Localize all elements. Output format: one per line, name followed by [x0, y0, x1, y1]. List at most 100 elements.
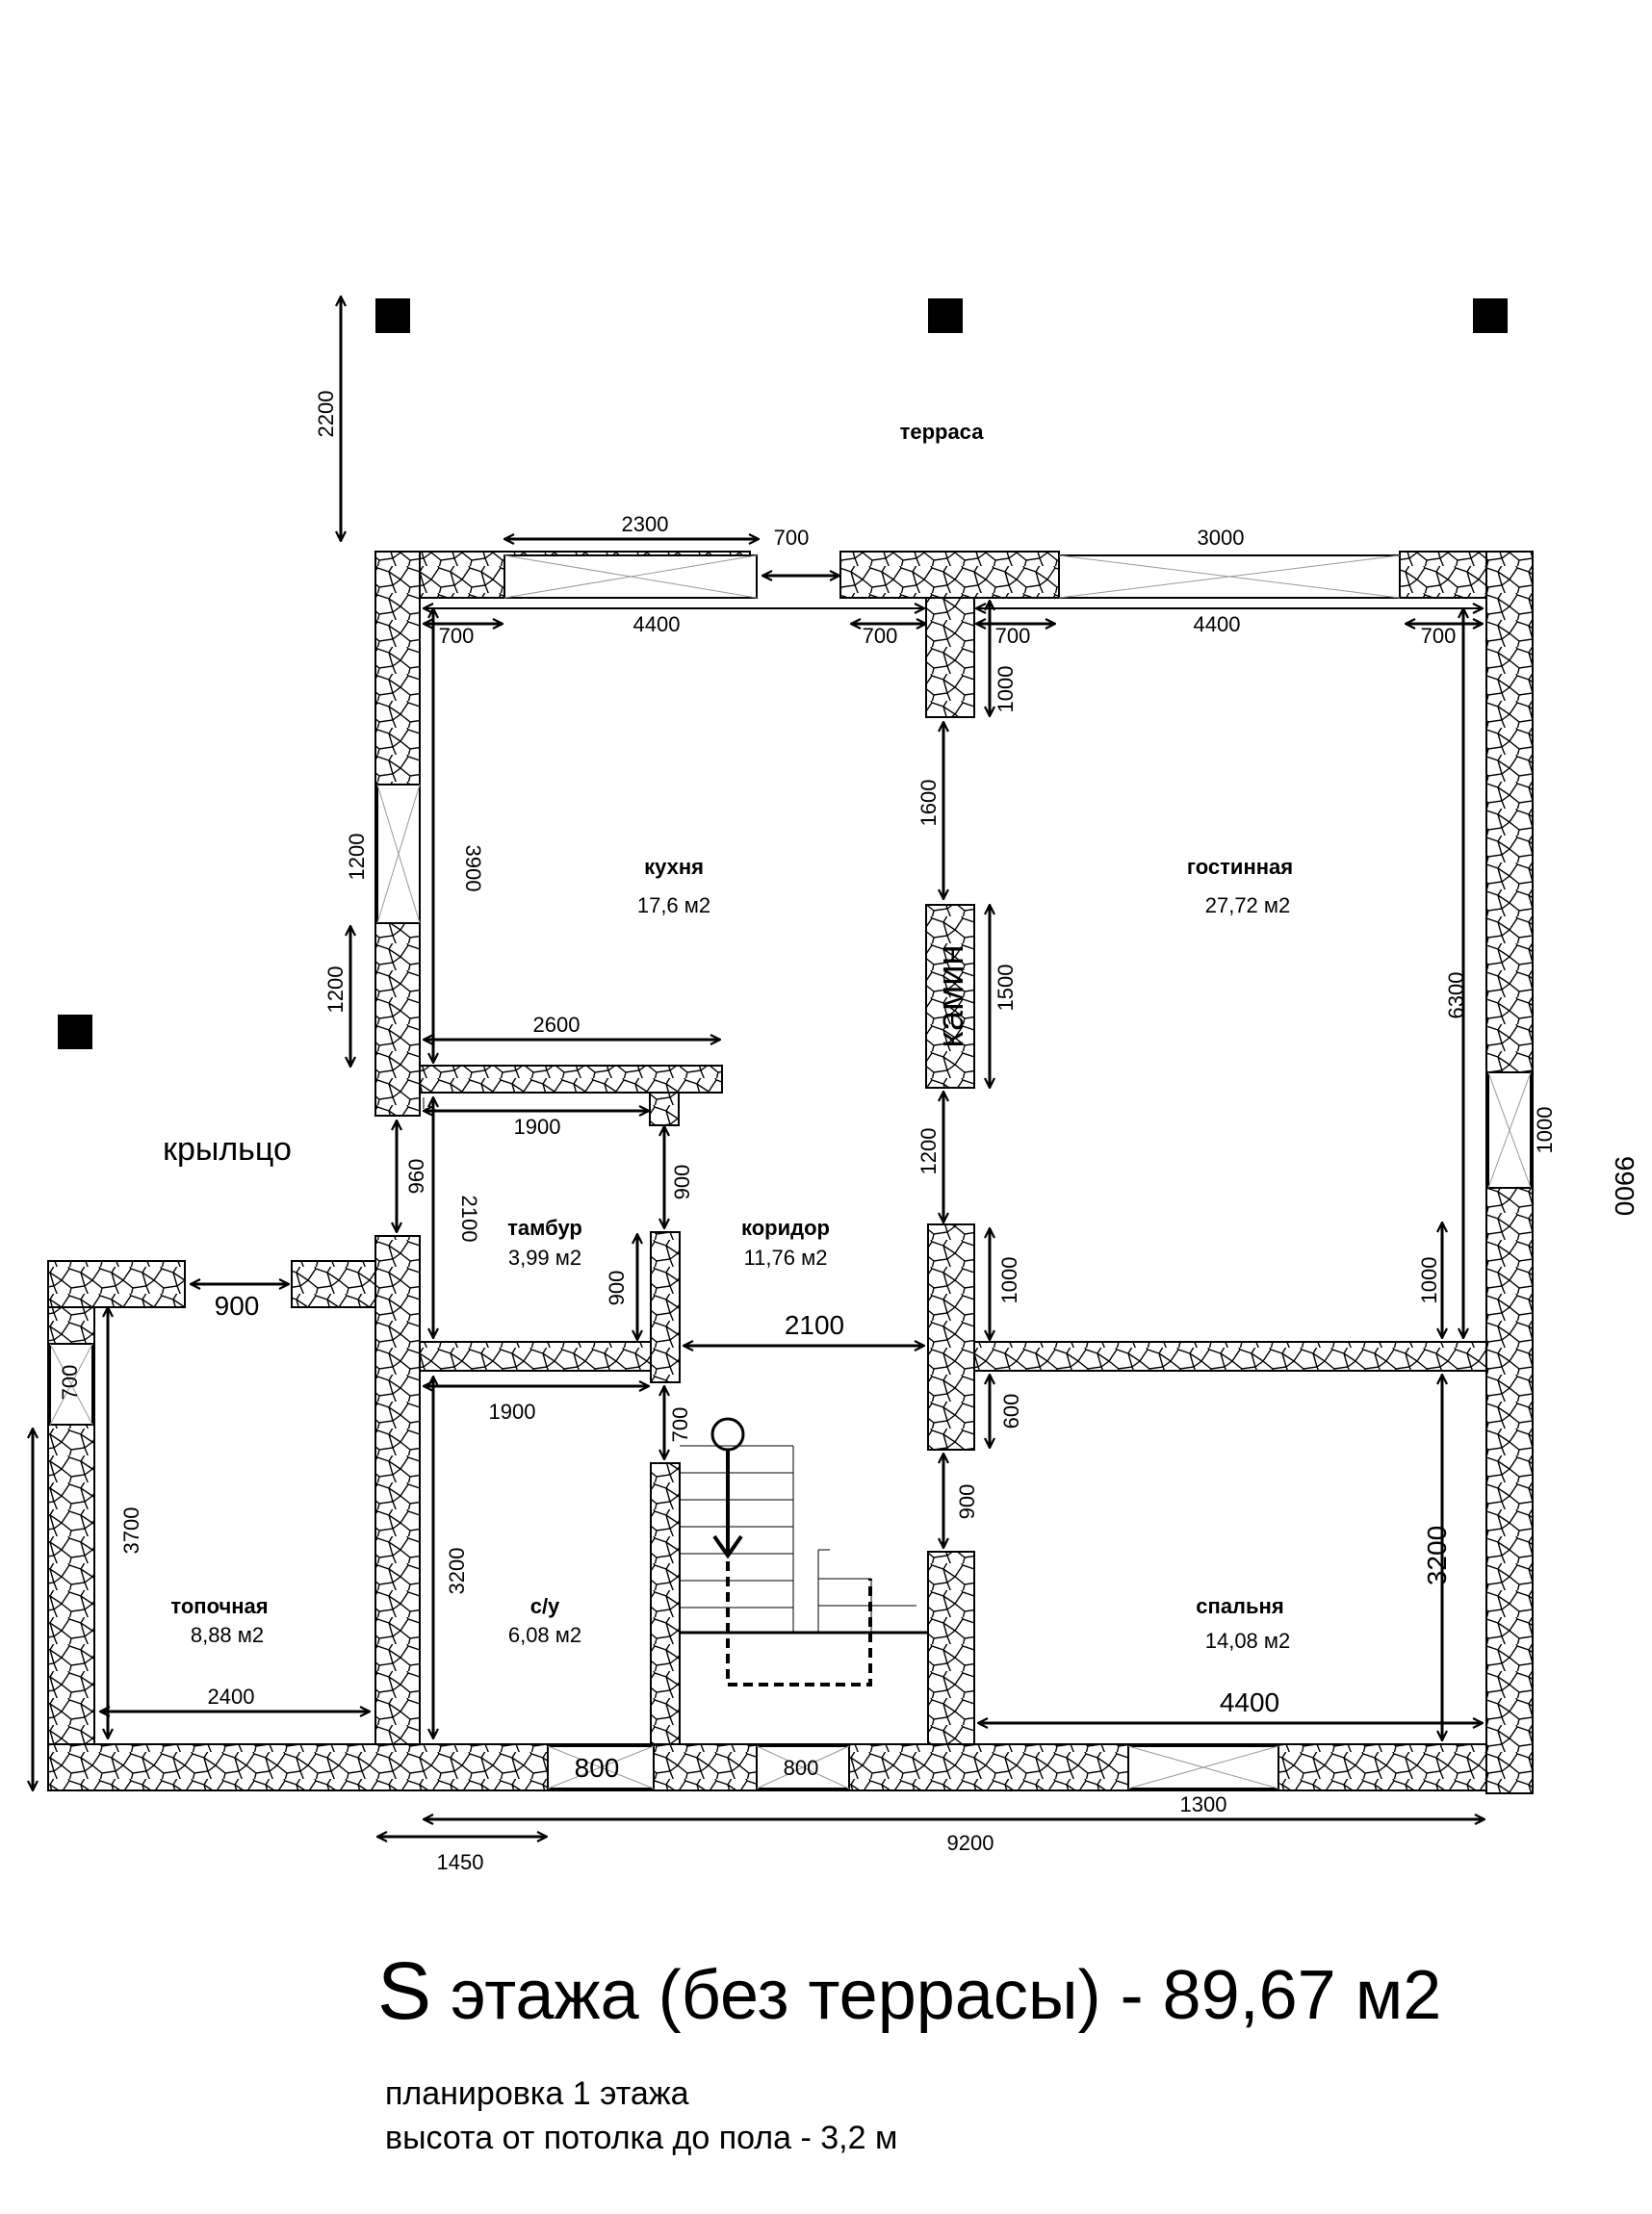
dim-label: 2600 — [533, 1013, 581, 1037]
dim-label: 1200 — [323, 966, 348, 1014]
stair-base — [679, 1632, 929, 1745]
living-area: 27,72 м2 — [1205, 893, 1291, 917]
dim-label: 2400 — [208, 1685, 255, 1709]
column — [58, 1015, 92, 1049]
bathroom-area: 6,08 м2 — [508, 1623, 581, 1647]
dim-label: 1000 — [1417, 1257, 1441, 1304]
dim-label: 4400 — [1194, 612, 1241, 636]
dim-label: 960 — [404, 1159, 428, 1195]
dim-label: 2100 — [457, 1196, 481, 1243]
dim-label: 9900 — [1610, 1156, 1639, 1216]
column — [1473, 298, 1508, 333]
dim-label: 800 — [784, 1756, 819, 1780]
columns — [58, 298, 1508, 1049]
wall-kitchen-bottom — [419, 1065, 723, 1094]
plan-subtitle: планировка 1 этажа — [385, 2075, 689, 2112]
wall-vestibule-bottom — [419, 1341, 652, 1372]
wall-bedroom-top — [973, 1341, 1487, 1372]
vestibule-label: тамбур — [507, 1216, 582, 1240]
dim-label: 2200 — [314, 391, 338, 438]
dim-label: 6300 — [1444, 972, 1468, 1019]
room-labels: терраса крыльцо кухня 17,6 м2 гостинная … — [163, 420, 1293, 1653]
window-living-right — [1487, 1071, 1532, 1189]
plan-title: S этажа (без террасы) - 89,67 м2 — [377, 1944, 1441, 2038]
window-corridor — [756, 1745, 850, 1789]
ceiling-height-note: высота от потолка до пола - 3,2 м — [385, 2120, 898, 2156]
column — [928, 298, 963, 333]
dim-label: 1500 — [994, 965, 1018, 1012]
dim-label: 700 — [995, 624, 1031, 648]
dim-label: 4400 — [633, 612, 681, 636]
living-label: гостинная — [1187, 855, 1293, 879]
boiler-label: топочная — [170, 1594, 268, 1618]
dim-label: 1000 — [997, 1257, 1021, 1304]
dim-label: 3900 — [461, 845, 485, 892]
wall-vestibule-right — [650, 1231, 681, 1383]
dim-label: 900 — [955, 1484, 979, 1520]
dim-label: 4400 — [1220, 1687, 1279, 1717]
vestibule-area: 3,99 м2 — [508, 1246, 581, 1270]
windows — [49, 554, 1532, 1789]
stair-upper-outline — [726, 1561, 872, 1686]
window-boiler — [49, 1343, 93, 1426]
dim-label: 700 — [863, 624, 898, 648]
wall-kitchen-post — [649, 1092, 680, 1126]
dim-label: 1300 — [1180, 1792, 1227, 1816]
stair-start-circle — [710, 1417, 745, 1452]
dim-label: 900 — [605, 1271, 629, 1306]
dim-label: 900 — [670, 1165, 694, 1200]
wall-top-mid — [839, 551, 1060, 599]
dim-label: 700 — [439, 624, 475, 648]
bedroom-label: спальня — [1196, 1594, 1283, 1618]
dimension-labels: 2200 2300 700 3000 700 4400 700 700 4400… — [58, 391, 1639, 1874]
dim-label: 700 — [58, 1365, 82, 1401]
corridor-label: коридор — [741, 1216, 830, 1240]
dim-label: 900 — [215, 1291, 260, 1321]
dimension-lines — [33, 296, 1484, 1837]
staircase — [679, 1417, 929, 1745]
dim-label: 700 — [774, 526, 810, 550]
wall-left-lower — [374, 1235, 421, 1745]
window-kitchen-left — [376, 784, 421, 924]
column — [375, 298, 410, 333]
dim-label: 1450 — [437, 1850, 484, 1874]
wall-partition-top — [925, 597, 975, 718]
dim-label: 9200 — [947, 1831, 994, 1855]
dim-label: 700 — [668, 1407, 692, 1443]
dim-label: 3200 — [1422, 1526, 1452, 1585]
title-rest: этажа (без террасы) - 89,67 м2 — [431, 1957, 1442, 2034]
window-kitchen-top — [503, 554, 758, 599]
wall-boiler-top-left — [47, 1260, 186, 1308]
wall-top-right — [1399, 551, 1487, 599]
kitchen-area: 17,6 м2 — [637, 893, 710, 917]
dim-label: 1900 — [489, 1400, 536, 1424]
dim-label: 2300 — [622, 512, 669, 536]
dim-label: 2100 — [785, 1310, 844, 1340]
dim-label: 700 — [1421, 624, 1457, 648]
kitchen-label: кухня — [644, 855, 704, 879]
boiler-area: 8,88 м2 — [191, 1623, 264, 1647]
dim-label: 1200 — [345, 834, 369, 881]
corridor-area: 11,76 м2 — [744, 1246, 828, 1270]
terrace-label: терраса — [900, 420, 985, 444]
dim-label: 1200 — [916, 1128, 941, 1175]
window-bathroom — [547, 1745, 655, 1789]
fireplace-label: камин — [931, 945, 971, 1048]
dim-label: 600 — [999, 1394, 1023, 1429]
dim-label: 3000 — [1198, 526, 1245, 550]
window-bedroom — [1127, 1745, 1279, 1789]
bedroom-area: 14,08 м2 — [1205, 1629, 1291, 1653]
porch-label: крыльцо — [163, 1131, 292, 1168]
wall-partition-mid — [927, 1223, 975, 1451]
wall-boiler-top-right — [291, 1260, 376, 1308]
window-living-top — [1058, 554, 1401, 599]
wall-partition-low — [927, 1551, 975, 1745]
dim-label: 1600 — [916, 780, 941, 827]
dim-label: 800 — [575, 1753, 620, 1783]
dim-label: 3200 — [445, 1548, 469, 1595]
fireplace-block — [925, 904, 975, 1089]
dim-label: 3700 — [119, 1507, 143, 1555]
dim-label: 1000 — [1533, 1107, 1557, 1154]
dim-label: 1900 — [514, 1115, 561, 1139]
